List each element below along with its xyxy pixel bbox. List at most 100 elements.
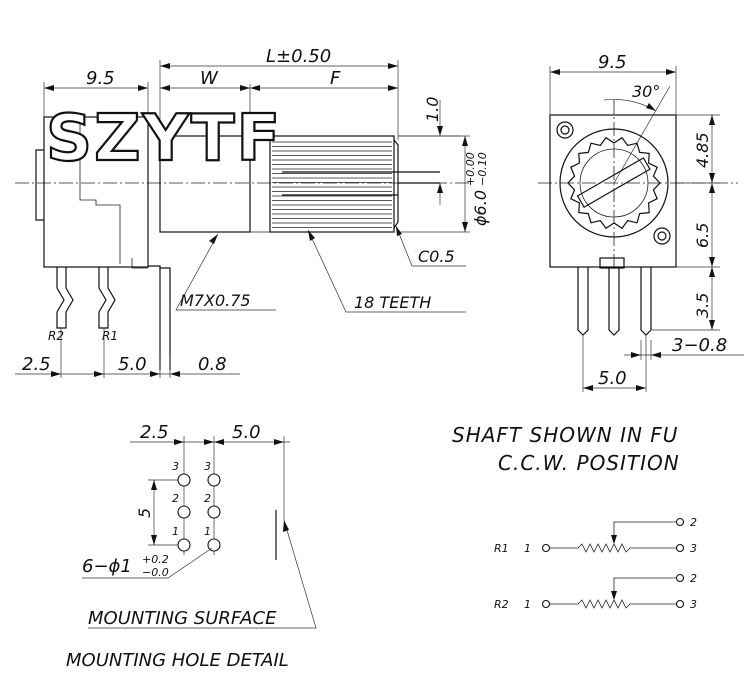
arrow <box>94 371 104 377</box>
leader-chamfer <box>395 225 466 267</box>
r2-node-1 <box>541 599 551 609</box>
dim-overall-length: L±0.50 <box>266 46 331 67</box>
hole-dim-b: 5.0 <box>232 422 261 443</box>
chamfer-label: C0.5 <box>418 247 455 266</box>
arrow <box>174 439 184 445</box>
dim-side-lower: 6.5 <box>693 223 712 248</box>
side-pin-mid <box>608 267 620 336</box>
pin-r1-label: R1 <box>102 329 118 343</box>
r2-terminal-wiper: 2 <box>690 572 697 585</box>
body-foot <box>131 258 148 269</box>
side-body <box>549 114 677 268</box>
arrow <box>240 85 250 91</box>
dim-shaft-tol-upper: +0.00 <box>464 152 477 186</box>
hole-label-right-2: 2 <box>204 492 211 505</box>
arrow <box>709 257 715 267</box>
arrow <box>308 230 315 241</box>
r2-node-2 <box>675 573 685 583</box>
hole-label-left-3: 3 <box>172 460 179 473</box>
hole-label-left-1: 1 <box>172 525 179 538</box>
arrow <box>151 535 157 545</box>
dim-pin-span: 5.0 <box>598 368 627 389</box>
r1-terminal-out: 3 <box>690 542 697 555</box>
arrow <box>709 173 715 183</box>
arrow <box>666 69 676 75</box>
side-pin-head <box>599 257 625 269</box>
arrow <box>709 320 715 330</box>
r1-wiper-arrow <box>611 535 617 544</box>
dim-shaft-dia: ϕ6.0 <box>471 190 490 226</box>
teeth-label: 18 TEETH <box>354 293 431 312</box>
arrow <box>160 63 170 69</box>
shaft-slot <box>576 157 651 209</box>
arrow <box>214 439 224 445</box>
hole-3-right <box>207 473 221 487</box>
r2-wiper <box>613 577 676 597</box>
arrow <box>462 222 468 232</box>
dim-pitch-b: 5.0 <box>118 354 147 375</box>
arrow <box>651 352 661 358</box>
arrow <box>44 85 54 91</box>
mounting-hole-detail: 2.5 5.0 5 3 2 1 3 2 1 6−ϕ1 +0.2 −0.0 MOU… <box>66 422 317 671</box>
dim-flat: 1.0 <box>423 97 442 122</box>
side-pin-left <box>577 267 589 336</box>
r1-node-3 <box>675 543 685 553</box>
knurled-shaft <box>269 135 395 233</box>
arrow <box>250 85 260 91</box>
arrow <box>283 520 289 532</box>
arrow <box>209 234 218 244</box>
hole-2-right <box>207 505 221 519</box>
arrow <box>437 126 443 136</box>
dim-shaft-tol-lower: −0.10 <box>476 152 489 186</box>
rotor-inner <box>579 148 649 218</box>
arrow <box>138 85 148 91</box>
dim-side-upper: 4.85 <box>693 132 712 168</box>
leader-thread <box>175 233 276 311</box>
arrow <box>51 371 61 377</box>
arrow <box>160 85 170 91</box>
note-line-1: SHAFT SHOWN IN FU <box>452 423 678 447</box>
dim-w: W <box>200 68 219 89</box>
arrow <box>396 226 402 236</box>
mounting-surface-label: MOUNTING SURFACE <box>88 608 277 629</box>
dim-body-width: 9.5 <box>86 68 115 89</box>
arrow <box>274 439 284 445</box>
hole-label-right-1: 1 <box>204 525 211 538</box>
r2-resistor <box>550 599 676 609</box>
angle-label: 30° <box>632 82 660 101</box>
hole-label-left-2: 2 <box>172 492 179 505</box>
dim-pitch-a: 2.5 <box>22 354 51 375</box>
dim-bracket: 0.8 <box>198 354 227 375</box>
hole-dim-v: 5 <box>135 508 154 518</box>
hole-tol-lower: −0.0 <box>142 566 169 579</box>
knurl-teeth <box>272 141 392 228</box>
mount-hole-top-inner <box>560 125 570 135</box>
pin-r2 <box>56 267 74 329</box>
side-pin-right <box>640 267 652 336</box>
hole-1-right <box>207 538 221 552</box>
leader-hole-spec <box>82 547 213 579</box>
body-left-step <box>35 149 44 221</box>
dim-side-width: 9.5 <box>598 52 627 73</box>
thread-label: M7X0.75 <box>180 291 251 310</box>
mounting-hole-title: MOUNTING HOLE DETAIL <box>66 650 289 671</box>
r1-terminal-wiper: 2 <box>690 516 697 529</box>
r1-resistor <box>550 543 676 553</box>
body-inner-contour <box>79 120 121 264</box>
bushing <box>159 135 251 233</box>
note-line-2: C.C.W. POSITION <box>498 451 680 475</box>
hole-tol-upper: +0.2 <box>142 553 169 566</box>
arrow <box>583 385 593 391</box>
bracket <box>148 265 171 370</box>
pin-r1 <box>98 267 116 329</box>
mount-hole-top <box>556 121 574 139</box>
arrow <box>709 267 715 277</box>
r1-terminal-in: 1 <box>524 542 531 555</box>
hole-1-left <box>177 538 191 552</box>
hole-spec: 6−ϕ1 <box>82 556 132 577</box>
arrow <box>631 352 641 358</box>
side-view: 30° 9.5 4.85 6.5 3.5 3−0.8 <box>538 52 744 392</box>
r2-wiper-arrow <box>611 591 617 600</box>
r2-label: R2 <box>494 598 509 611</box>
